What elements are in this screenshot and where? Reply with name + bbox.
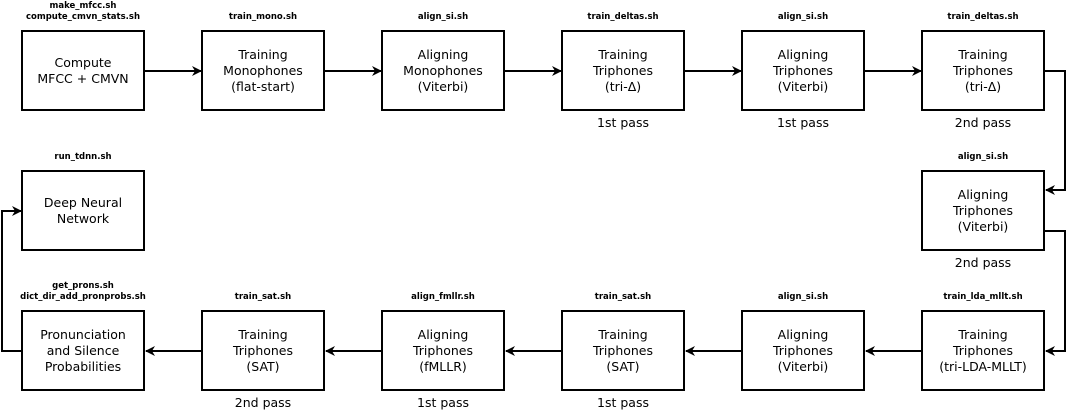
- flow-arrow: [1, 206, 22, 352]
- flow-arrow: [1044, 230, 1066, 356]
- script-label: align_si.sh: [778, 292, 828, 302]
- script-label: train_deltas.sh: [587, 12, 658, 22]
- box-text-line: and Silence: [47, 343, 120, 358]
- script-label: train_lda_mllt.sh: [943, 292, 1022, 302]
- box-text-line: Training: [957, 327, 1007, 342]
- box-text-line: Aligning: [958, 187, 1009, 202]
- box-text-line: Compute: [54, 55, 111, 70]
- process-box: [381, 30, 505, 111]
- process-box: [201, 310, 325, 391]
- script-label: train_sat.sh: [595, 292, 651, 302]
- box-text-line: Aligning: [418, 327, 469, 342]
- box-text-line: Pronunciation: [40, 327, 126, 342]
- process-box: [201, 30, 325, 111]
- box-text-line: Monophones: [223, 63, 303, 78]
- script-label: get_prons.sh: [52, 281, 114, 291]
- nodes-layer: make_mfcc.shcompute_cmvn_stats.shCompute…: [20, 1, 1045, 410]
- box-text-line: Training: [597, 47, 647, 62]
- process-box: [921, 30, 1045, 111]
- dnn-box: [21, 170, 145, 251]
- script-label: train_mono.sh: [229, 12, 297, 22]
- box-text-line: (SAT): [246, 359, 279, 374]
- process-box: [21, 310, 145, 391]
- process-box: [561, 30, 685, 111]
- pass-label: 1st pass: [417, 395, 469, 410]
- box-text-line: Training: [957, 47, 1007, 62]
- box-text-line: Aligning: [778, 327, 829, 342]
- box-text-line: (tri-Δ): [965, 79, 1001, 94]
- script-label: compute_cmvn_stats.sh: [26, 12, 140, 22]
- box-text-line: Training: [237, 327, 287, 342]
- box-text-line: Triphones: [772, 63, 833, 78]
- box-text-line: Aligning: [778, 47, 829, 62]
- node-n1: make_mfcc.shcompute_cmvn_stats.shCompute…: [21, 1, 145, 111]
- box-text-line: Triphones: [952, 63, 1013, 78]
- flow-arrow: [1044, 70, 1066, 195]
- box-text-line: Probabilities: [45, 359, 121, 374]
- box-text-line: Triphones: [952, 343, 1013, 358]
- script-label: align_si.sh: [778, 12, 828, 22]
- pass-label: 1st pass: [597, 115, 649, 130]
- pass-label: 1st pass: [597, 395, 649, 410]
- process-box: [561, 310, 685, 391]
- pass-label: 1st pass: [777, 115, 829, 130]
- process-box: [921, 310, 1045, 391]
- box-text-line: (flat-start): [231, 79, 295, 94]
- process-box: [381, 310, 505, 391]
- box-text-line: MFCC + CMVN: [37, 71, 128, 86]
- script-label: dict_dir_add_pronprobs.sh: [20, 292, 146, 302]
- box-text-line: Triphones: [772, 343, 833, 358]
- box-text-line: (Viterbi): [418, 79, 469, 94]
- pass-label: 2nd pass: [235, 395, 291, 410]
- box-text-line: (Viterbi): [778, 79, 829, 94]
- script-label: train_deltas.sh: [947, 12, 1018, 22]
- pass-label: 2nd pass: [955, 255, 1011, 270]
- node-n13: get_prons.shdict_dir_add_pronprobs.shPro…: [20, 281, 146, 391]
- box-text-line: Triphones: [412, 343, 473, 358]
- script-label: run_tdnn.sh: [54, 152, 111, 162]
- script-label: align_si.sh: [418, 12, 468, 22]
- process-box: [741, 310, 865, 391]
- pass-label: 2nd pass: [955, 115, 1011, 130]
- process-box: [21, 30, 145, 111]
- node-n8: train_lda_mllt.shTrainingTriphones(tri-L…: [921, 292, 1045, 391]
- box-text-line: Triphones: [232, 343, 293, 358]
- box-text-line: Network: [57, 211, 110, 226]
- script-label: make_mfcc.sh: [49, 1, 116, 11]
- box-text-line: Triphones: [592, 343, 653, 358]
- script-label: align_si.sh: [958, 152, 1008, 162]
- process-box: [921, 170, 1045, 251]
- script-label: train_sat.sh: [235, 292, 291, 302]
- process-box: [741, 30, 865, 111]
- box-text-line: (Viterbi): [778, 359, 829, 374]
- script-label: align_fmllr.sh: [411, 292, 475, 302]
- box-text-line: Triphones: [952, 203, 1013, 218]
- box-text-line: Triphones: [592, 63, 653, 78]
- box-text-line: Training: [597, 327, 647, 342]
- edges-layer: [1, 66, 1066, 356]
- box-text-line: (SAT): [606, 359, 639, 374]
- box-text-line: (tri-Δ): [605, 79, 641, 94]
- box-text-line: (tri-LDA-MLLT): [939, 359, 1027, 374]
- box-text-line: Training: [237, 47, 287, 62]
- box-text-line: Monophones: [403, 63, 483, 78]
- box-text-line: (Viterbi): [958, 219, 1009, 234]
- box-text-line: Aligning: [418, 47, 469, 62]
- box-text-line: Deep Neural: [44, 195, 122, 210]
- box-text-line: (fMLLR): [419, 359, 467, 374]
- node-n2: train_mono.shTrainingMonophones(flat-sta…: [201, 12, 325, 111]
